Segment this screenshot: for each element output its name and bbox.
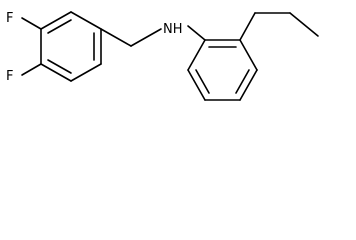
difluorophenyl-ring [40, 11, 102, 82]
ring1-double-bond-top [47, 19, 72, 34]
ring1-bond-bottom-left [40, 63, 72, 82]
ring2-double-bond-left [195, 69, 210, 94]
bond-nh-ring [187, 25, 206, 41]
ring2-bond-top-right [239, 39, 258, 71]
ring1-double-bond-bottom [47, 59, 72, 74]
bond-c4-fluorine [21, 17, 42, 30]
ring2-bond-bottom-left [187, 69, 206, 101]
bond-ring-ethyl-ch2 [239, 12, 256, 41]
bond-ring-ch2 [100, 28, 132, 47]
ethylphenyl-ring [187, 39, 258, 101]
fluorine-upper-label: F [6, 11, 13, 26]
ring2-bond-bottom-right [239, 69, 258, 101]
structural-formula: F F NH [6, 11, 319, 101]
bond-ch2-nh [130, 28, 162, 47]
fluorine-lower-label: F [6, 69, 13, 84]
bond-c3-fluorine [21, 63, 42, 76]
ring1-bond-top-left [40, 11, 72, 30]
ring1-bond-bottom-right [70, 63, 102, 82]
ring1-bond-top-right [70, 11, 102, 30]
bond-ethyl-ch3-terminal [289, 12, 319, 37]
ring2-bond-top-left [187, 39, 206, 71]
nitrogen-hydrogen-label: NH [163, 22, 183, 37]
ring2-double-bond-right [235, 69, 250, 94]
